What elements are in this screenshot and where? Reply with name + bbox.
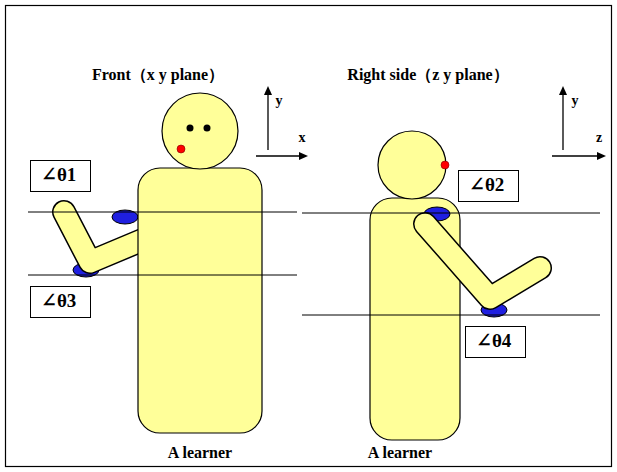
angle-label: ∠θ4 (476, 330, 511, 353)
reference-line (28, 212, 297, 213)
arm-outline (425, 224, 540, 298)
axis-line (256, 155, 302, 156)
axis-label: y (276, 93, 283, 109)
axis-label: z (596, 130, 602, 146)
angle-box: ∠θ1 (30, 160, 91, 192)
side-figure (302, 131, 600, 440)
axis-arrowhead (264, 86, 272, 95)
head (378, 131, 446, 199)
angle-box: ∠θ4 (465, 326, 526, 358)
reference-line (28, 275, 297, 276)
axis-line (267, 92, 268, 150)
axis-line (552, 155, 600, 156)
reference-line (302, 315, 600, 316)
axis-arrowhead (597, 152, 606, 160)
nose (441, 161, 449, 169)
angle-box: ∠θ2 (458, 170, 519, 202)
reference-line (302, 213, 600, 214)
view-title: Front（x y plane） (92, 66, 224, 84)
angle-label: ∠θ1 (41, 164, 76, 187)
axis-arrowhead (299, 152, 308, 160)
figure-caption: A learner (168, 444, 232, 462)
figure-caption: A learner (368, 444, 432, 462)
body (138, 168, 262, 433)
head (162, 93, 238, 169)
arm (425, 224, 540, 298)
angle-box: ∠θ3 (30, 286, 91, 318)
eye (187, 125, 194, 132)
frame-border (6, 6, 612, 467)
eye (204, 125, 211, 132)
front-figure (28, 93, 297, 433)
axis-line (562, 92, 563, 150)
axis-arrowhead (559, 86, 567, 95)
view-title: Right side（z y plane） (347, 66, 508, 84)
angle-label: ∠θ2 (469, 174, 504, 197)
axes-side (552, 86, 606, 160)
mouth (177, 145, 185, 153)
axis-label: y (572, 93, 579, 109)
axis-label: x (299, 130, 306, 146)
axes-front (256, 86, 308, 160)
angle-label: ∠θ3 (41, 290, 76, 313)
